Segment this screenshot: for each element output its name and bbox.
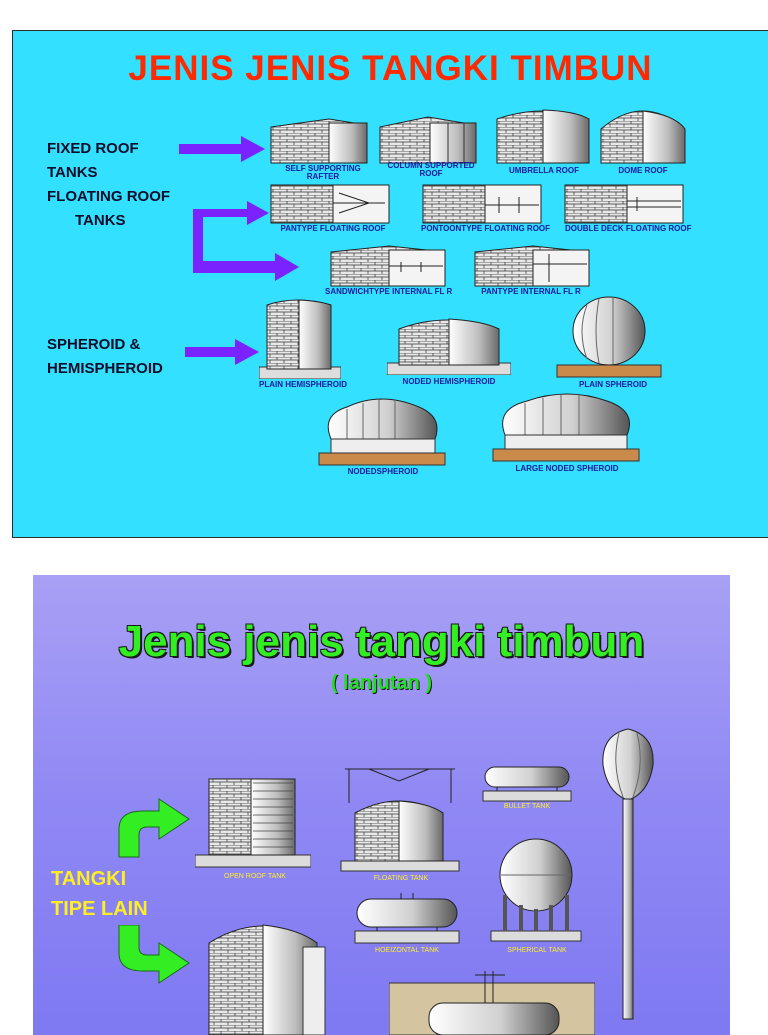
tank-self-supporting-rafter-icon: [270, 118, 368, 164]
label-dome-roof: DOME ROOF: [618, 166, 668, 175]
label-umbrella-roof: UMBRELLA ROOF: [509, 166, 579, 175]
label-spherical: SPHERICAL TANK: [507, 947, 567, 954]
label-self-supporting-line1: SELF SUPPORTING: [285, 164, 361, 173]
curved-arrow-down-icon: [118, 925, 190, 984]
tank-open-roof-icon: [195, 778, 311, 868]
arrow-fixed-roof-icon: [179, 136, 265, 162]
category-fixed-roof-line2: TANKS: [47, 164, 98, 181]
label-pantype-internal: PANTYPE INTERNAL FL R: [481, 287, 581, 296]
tank-dome-brick-icon: [208, 924, 326, 1035]
tank-noded-spheroid-icon: [318, 398, 446, 466]
label-plain-spheroid: PLAIN SPHEROID: [578, 380, 647, 389]
tank-double-deck-icon: [564, 184, 684, 224]
label-noded-spheroid: NODEDSPHEROID: [347, 467, 419, 476]
label-double-deck: DOUBLE DECK FLOATING ROOF: [565, 224, 692, 233]
label-pontoon-floating: PONTOONTYPE FLOATING ROOF: [421, 224, 551, 233]
category-other-tanks: TANGKI TIPE LAIN: [51, 864, 148, 924]
curved-arrow-up-icon: [118, 798, 190, 858]
slide-tank-types: JENIS JENIS TANGKI TIMBUN FIXED ROOF TAN…: [12, 30, 768, 538]
tank-plain-spheroid-icon: [556, 296, 662, 378]
tank-umbrella-roof-icon: [496, 109, 590, 164]
category-floating-roof: FLOATING ROOF TANKS: [47, 185, 170, 233]
tank-column-supported-icon: [379, 116, 477, 164]
tank-plain-hemispheroid-icon: [259, 299, 341, 379]
label-plain-hemispheroid: PLAIN HEMISPHEROID: [258, 380, 347, 389]
tank-elevated-icon: [602, 728, 654, 1020]
tank-floating-icon: [340, 768, 460, 872]
tank-noded-hemispheroid-icon: [387, 318, 511, 375]
category-spheroid-line1: SPHEROID &: [47, 336, 141, 353]
category-floating-roof-line2: TANKS: [75, 212, 126, 229]
tank-dome-roof-icon: [600, 110, 686, 164]
label-pantype-floating: PANTYPE FLOATING ROOF: [280, 224, 386, 233]
tank-sandwich-internal-icon: [330, 245, 446, 287]
category-spheroid-line2: HEMISPHEROID: [47, 360, 163, 377]
label-column-supported: COLUMN SUPPORTED ROOF: [381, 162, 481, 178]
slide1-title: JENIS JENIS TANGKI TIMBUN: [128, 49, 653, 88]
tank-bullet-icon: [482, 766, 572, 802]
slide-other-tank-types: Jenis jenis tangki timbun ( lanjutan ) T…: [33, 575, 730, 1035]
label-bullet: BULLET TANK: [503, 803, 551, 810]
label-column-supported-line1: COLUMN SUPPORTED: [387, 161, 475, 170]
tank-pontoon-floating-icon: [422, 184, 542, 224]
label-open-roof: OPEN ROOF TANK: [224, 873, 286, 880]
label-self-supporting-line2: RAFTER: [306, 172, 340, 181]
category-spheroid: SPHEROID & HEMISPHEROID: [47, 333, 163, 381]
slide2-title: Jenis jenis tangki timbun: [118, 617, 645, 666]
category-fixed-roof-line1: FIXED ROOF: [47, 140, 139, 157]
category-floating-roof-line1: FLOATING ROOF: [47, 188, 171, 205]
category-other-tanks-line1: TANGKI: [51, 868, 127, 890]
label-self-supporting: SELF SUPPORTING RAFTER: [275, 165, 371, 181]
tank-pantype-floating-icon: [270, 184, 390, 224]
tank-horizontal-icon: [354, 893, 460, 944]
tank-underground-icon: [389, 971, 595, 1035]
label-column-supported-line2: ROOF: [419, 169, 443, 178]
arrow-spheroid-icon: [185, 339, 259, 365]
slide2-subtitle: ( lanjutan ): [330, 672, 433, 694]
tank-pantype-internal-icon: [474, 245, 590, 287]
category-fixed-roof: FIXED ROOF TANKS: [47, 137, 139, 185]
arrow-floating-roof-icon: [193, 201, 299, 281]
label-noded-hemispheroid: NODED HEMISPHEROID: [402, 377, 496, 386]
label-floating: FLOATING TANK: [373, 875, 429, 882]
category-other-tanks-line2: TIPE LAIN: [51, 898, 148, 920]
label-sandwich-internal: SANDWICHTYPE INTERNAL FL R: [325, 287, 453, 296]
label-horizontal: HOEIZONTAL TANK: [375, 947, 439, 954]
label-large-noded-spheroid: LARGE NODED SPHEROID: [515, 464, 619, 473]
tank-spherical-icon: [490, 838, 582, 942]
tank-large-noded-spheroid-icon: [492, 393, 640, 462]
